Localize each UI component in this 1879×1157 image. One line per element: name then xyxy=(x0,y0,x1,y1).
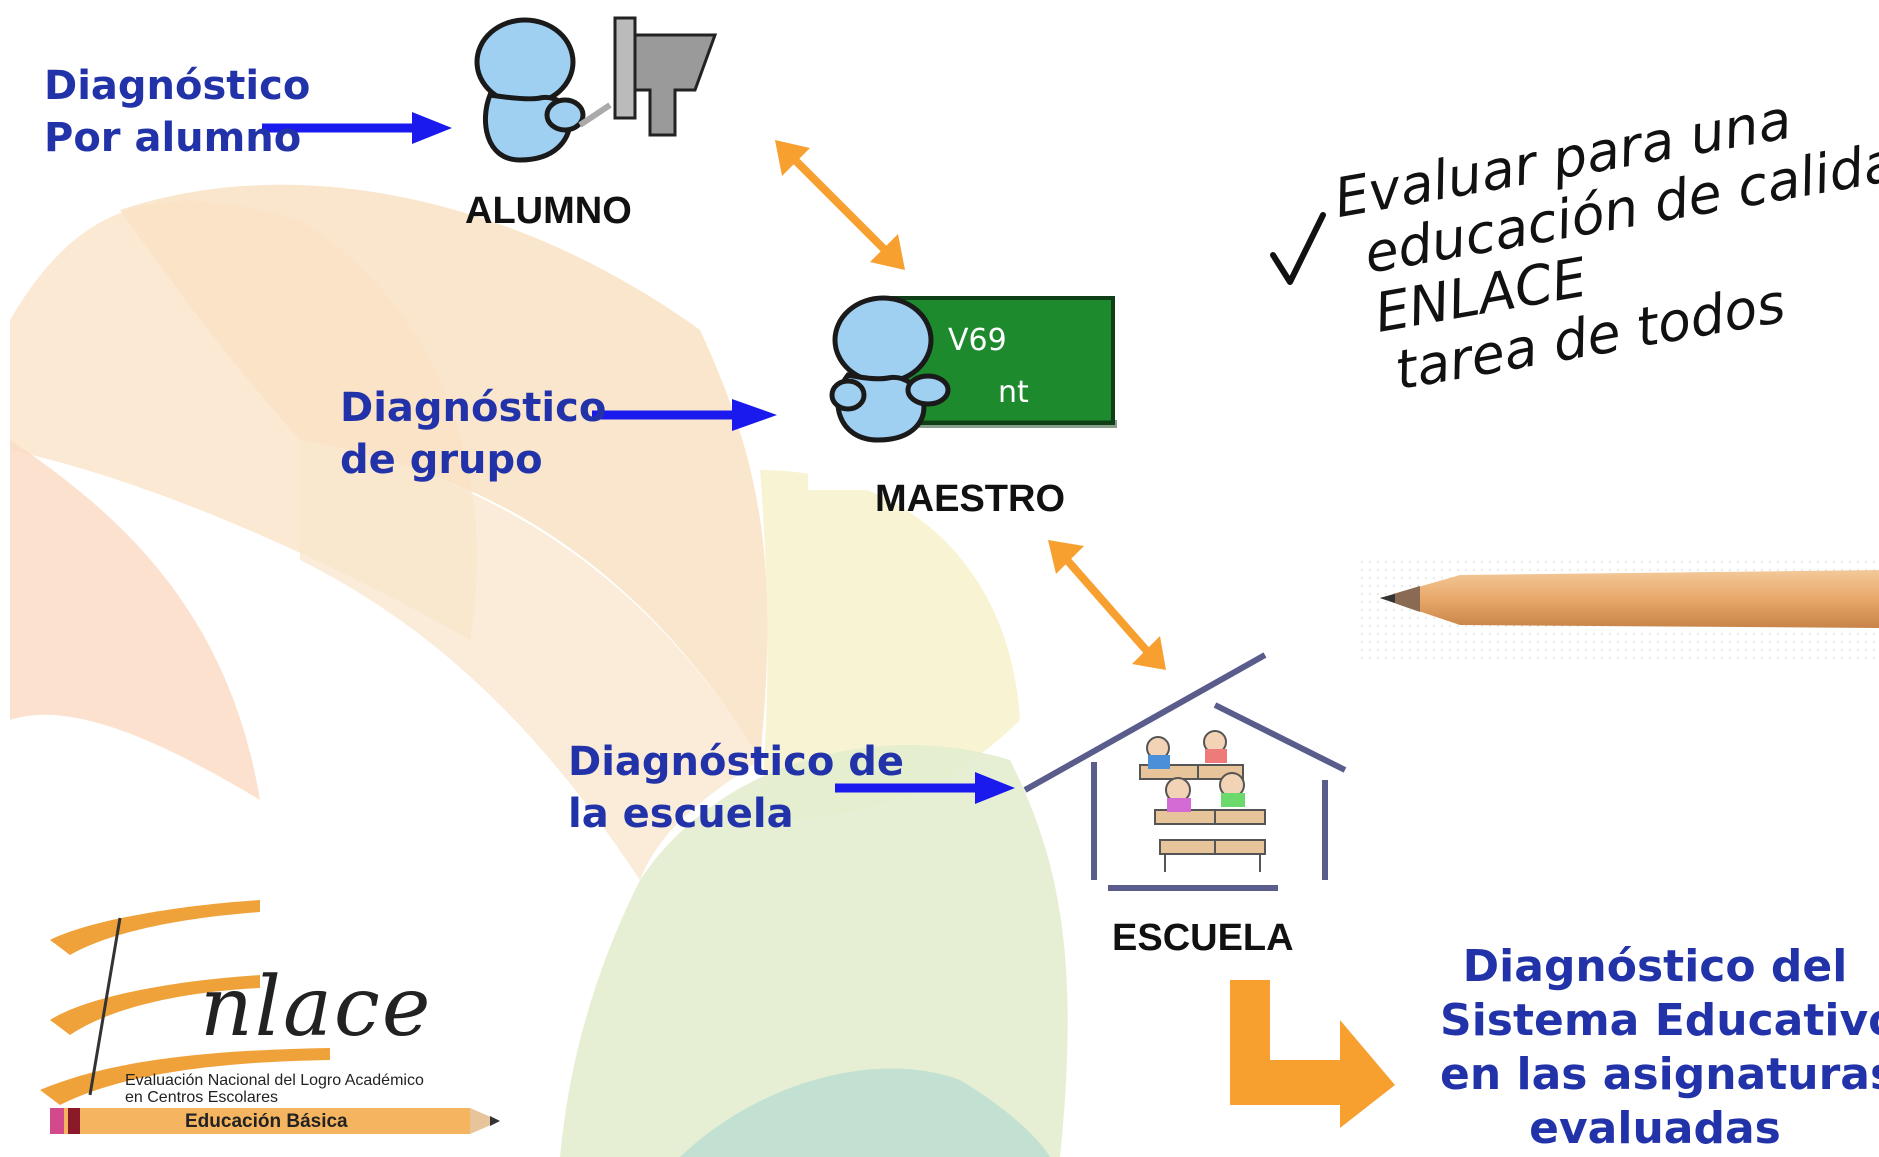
label-diagnostico-sistema: Diagnóstico del Sistema Educativo en las… xyxy=(1440,940,1879,1156)
label-line: Diagnóstico del xyxy=(1462,941,1848,992)
arrow-diagnostico-alumno xyxy=(262,112,452,144)
label-line: Diagnóstico xyxy=(44,63,311,109)
student-icon xyxy=(474,16,718,163)
blackboard-text-1: V69 xyxy=(948,323,1007,358)
arrow-to-sistema-educativo xyxy=(1230,980,1395,1128)
label-line: Sistema Educativo xyxy=(1440,995,1879,1046)
label-line: Diagnóstico xyxy=(340,385,607,431)
label-line: en las asignaturas xyxy=(1440,1049,1879,1100)
logo-wordmark: nlace xyxy=(200,960,433,1055)
node-label-alumno: ALUMNO xyxy=(465,190,632,232)
double-arrow-maestro-escuela xyxy=(1048,540,1166,670)
enlace-logo: nlace Evaluación Nacional del Logro Acad… xyxy=(30,880,540,1150)
logo-subtitle-line2: en Centros Escolares xyxy=(125,1089,278,1106)
arrow-diagnostico-grupo xyxy=(592,399,777,431)
logo-swooshes xyxy=(40,900,500,1134)
teacher-icon: V69 nt xyxy=(808,295,1117,490)
label-diagnostico-escuela: Diagnóstico de la escuela xyxy=(568,736,904,840)
label-line: la escuela xyxy=(568,791,794,837)
label-line: evaluadas xyxy=(1529,1103,1781,1154)
node-label-escuela: ESCUELA xyxy=(1112,917,1294,959)
node-label-maestro: MAESTRO xyxy=(875,478,1065,520)
logo-subtitle-line1: Evaluación Nacional del Logro Académico xyxy=(125,1072,424,1089)
label-line: Diagnóstico de xyxy=(568,739,905,785)
arrow-diagnostico-escuela xyxy=(835,772,1015,804)
label-diagnostico-alumno: Diagnóstico Por alumno xyxy=(44,60,310,164)
logo-band-label: Educación Básica xyxy=(185,1111,348,1132)
label-line: Por alumno xyxy=(44,115,302,161)
label-diagnostico-grupo: Diagnóstico de grupo xyxy=(340,382,606,486)
blackboard-text-2: nt xyxy=(998,375,1029,410)
checkmark-icon xyxy=(1270,212,1326,285)
label-line: de grupo xyxy=(340,437,543,483)
double-arrow-alumno-maestro xyxy=(775,140,905,270)
classroom-icon xyxy=(1139,730,1266,872)
school-house-icon xyxy=(1023,652,1347,891)
